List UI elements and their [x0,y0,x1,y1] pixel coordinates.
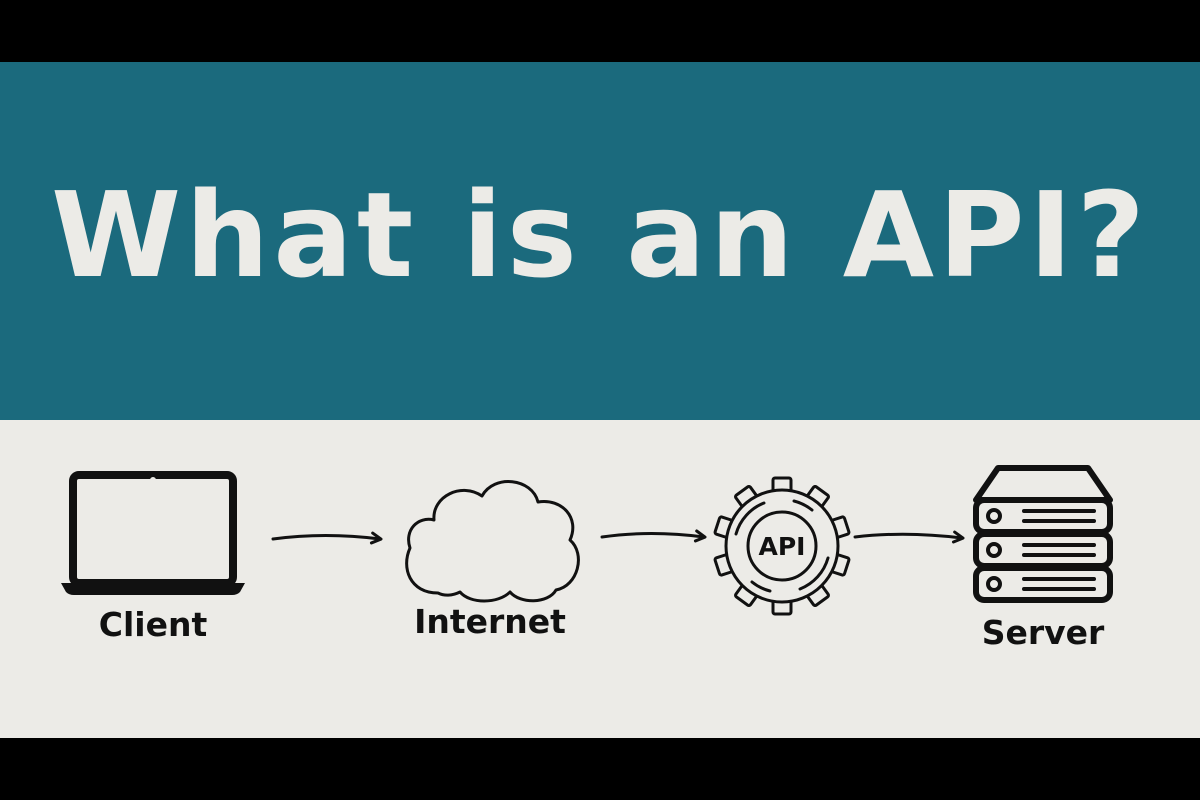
gear-icon: API [713,476,851,616]
cloud-icon [405,480,580,603]
arrow-internet-api [600,529,707,543]
gear-api-label: API [759,532,806,561]
api-flow-diagram: API Client Internet S [0,420,1200,738]
arrow-client-internet [271,531,383,545]
server-label: Server [981,613,1105,652]
server-rack-icon [973,465,1113,603]
arrow-api-server [853,530,965,544]
laptop-icon [61,471,245,595]
diagram-canvas: API [61,465,1113,616]
page-title: What is an API? [51,166,1149,304]
title-banner: What is an API? [0,62,1200,420]
internet-label: Internet [414,602,566,641]
client-label: Client [98,605,208,644]
